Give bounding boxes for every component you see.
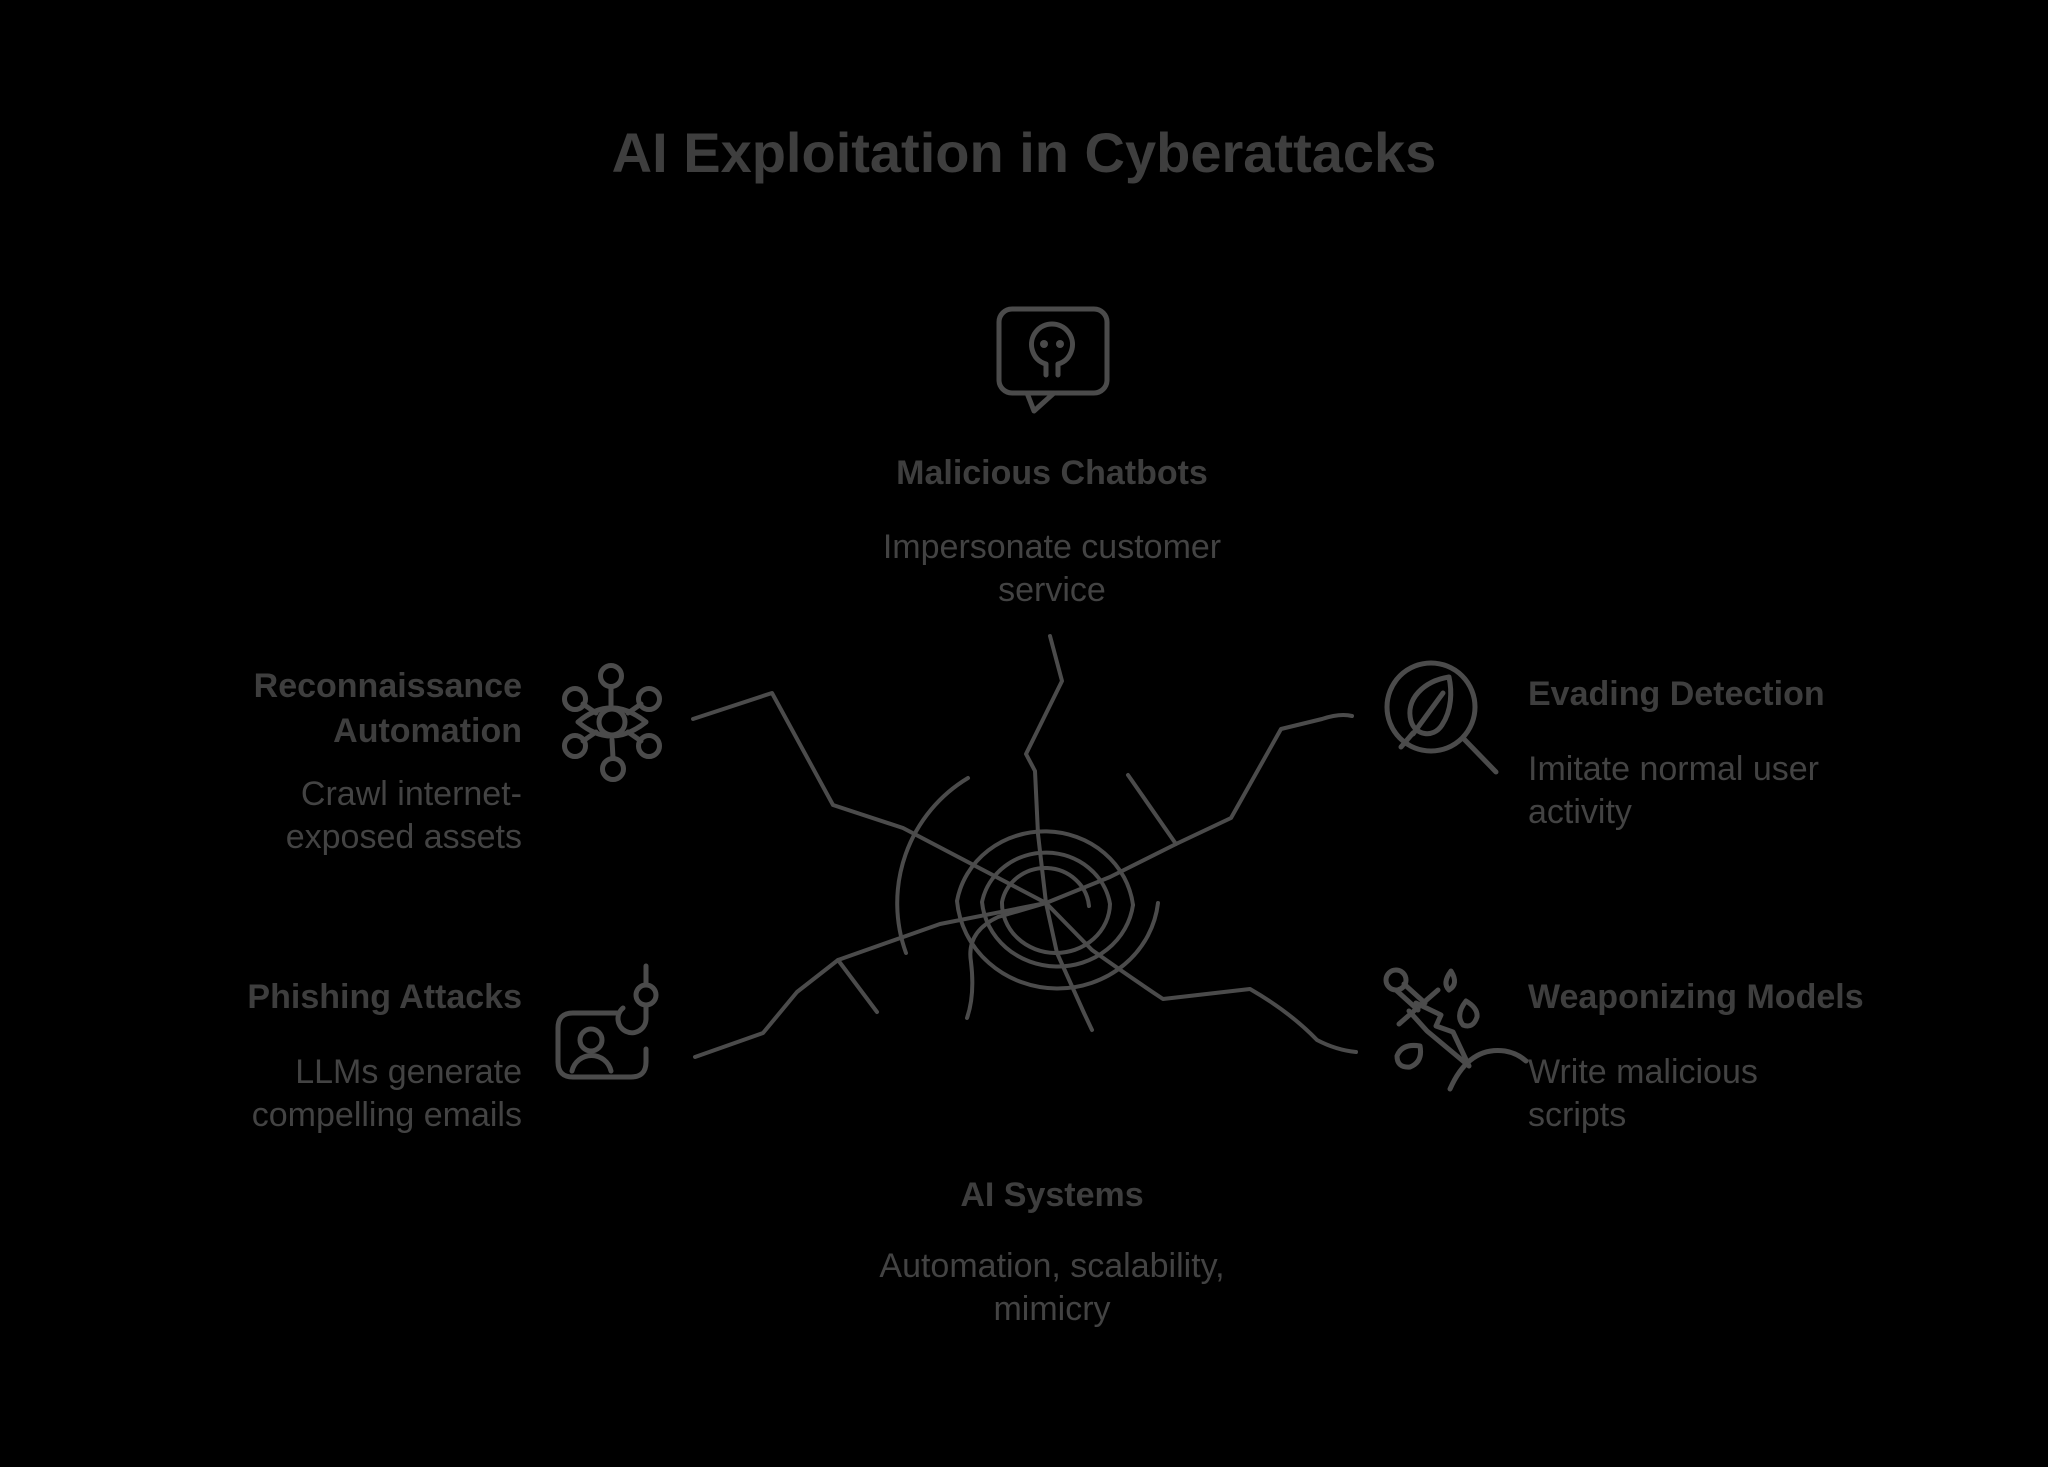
- person-shoulders: [569, 1053, 614, 1074]
- attack-web-graphic: [691, 634, 1358, 1059]
- node-title-line: AI Systems: [960, 1176, 1144, 1214]
- node-title: Malicious Chatbots: [802, 451, 1302, 496]
- node-desc-line: exposed assets: [285, 818, 522, 856]
- leaf-magnifier-icon: [1384, 660, 1499, 775]
- leaf-stem: [1398, 730, 1416, 750]
- node-title: Weaponizing Models: [1528, 975, 1988, 1020]
- connector-phishing: [693, 901, 1048, 1059]
- speech-bubble-tail: [1024, 390, 1057, 414]
- eye-iris: [596, 706, 628, 738]
- node-description: Crawl internet- exposed assets: [72, 773, 522, 859]
- node-description: Write malicious scripts: [1528, 1051, 1988, 1137]
- node-evading-detection: Evading Detection Imitate normal user ac…: [1528, 672, 1988, 834]
- skull-speech-bubble-icon: [996, 306, 1110, 414]
- magnifier-lens: [1384, 660, 1478, 754]
- hook-curve: [615, 1002, 649, 1036]
- connector-reconnaissance: [691, 691, 1048, 905]
- hook-bobber: [633, 982, 659, 1008]
- node-reconnaissance-automation: Reconnaissance Automation Crawl internet…: [72, 664, 522, 859]
- leaf-midrib: [1410, 690, 1446, 737]
- blood-drop-medium: [1394, 1043, 1423, 1070]
- node-malicious-chatbots: Malicious Chatbots Impersonate customer …: [802, 451, 1302, 612]
- node-title-line: Reconnaissance: [253, 667, 522, 705]
- node-title-line: Weaponizing Models: [1528, 978, 1864, 1016]
- connector-weaponizing: [1044, 901, 1358, 1054]
- connector-evading: [1044, 713, 1354, 905]
- network-node: [562, 733, 588, 759]
- node-desc-line: LLMs generate: [295, 1053, 522, 1091]
- dagger-handle: [1394, 981, 1428, 1013]
- connector-top: [1024, 634, 1064, 905]
- node-title-line: Automation: [333, 712, 522, 750]
- node-title-line: Phishing Attacks: [247, 978, 522, 1016]
- node-desc-line: Crawl internet-: [300, 775, 522, 813]
- node-description: Automation, scalability, mimicry: [802, 1245, 1302, 1331]
- node-desc-line: mimicry: [993, 1290, 1111, 1328]
- connector-phishing-spur: [836, 958, 879, 1014]
- magnifier-handle: [1460, 735, 1499, 775]
- node-title: Evading Detection: [1528, 672, 1988, 717]
- skull-left-eye: [1040, 340, 1048, 348]
- connector-bottom-right: [1044, 901, 1094, 1032]
- network-node: [600, 756, 626, 782]
- web-spiral-outer: [955, 829, 1160, 991]
- node-desc-line: Automation, scalability,: [879, 1247, 1225, 1285]
- stab-surface-arc: [1447, 1047, 1529, 1092]
- node-description: LLMs generate compelling emails: [72, 1051, 522, 1137]
- page-title: AI Exploitation in Cyberattacks: [611, 121, 1437, 184]
- node-desc-line: compelling emails: [251, 1096, 522, 1134]
- node-desc-line: scripts: [1528, 1096, 1627, 1134]
- id-card-fishhook-icon: [555, 963, 659, 1080]
- node-title: AI Systems: [802, 1173, 1302, 1218]
- dagger-crossguard: [1396, 987, 1441, 1027]
- node-desc-line: service: [998, 571, 1106, 609]
- connector-bottom-left: [965, 901, 1048, 1020]
- leaf-outline: [1407, 674, 1454, 737]
- skull-right-eye: [1056, 340, 1064, 348]
- node-title: Reconnaissance Automation: [72, 664, 522, 754]
- network-node: [562, 686, 588, 712]
- network-spokes: [580, 684, 644, 761]
- web-spiral-outermost-arc: [895, 776, 970, 955]
- node-title-line: Malicious Chatbots: [896, 454, 1208, 492]
- node-ai-systems: AI Systems Automation, scalability, mimi…: [802, 1173, 1302, 1331]
- dagger-blood-drops-icon: [1383, 967, 1529, 1092]
- node-weaponizing-models: Weaponizing Models Write malicious scrip…: [1528, 975, 1988, 1137]
- node-description: Impersonate customer service: [802, 526, 1302, 612]
- network-node: [636, 686, 662, 712]
- web-spiral-inner: [980, 850, 1135, 969]
- node-title: Phishing Attacks: [72, 975, 522, 1020]
- skull-outline: [1029, 321, 1075, 378]
- dagger-blade: [1406, 1000, 1472, 1069]
- blood-drop-small: [1443, 968, 1457, 993]
- person-head: [577, 1026, 605, 1054]
- dagger-pommel-ring: [1383, 967, 1409, 993]
- node-desc-line: activity: [1528, 793, 1632, 831]
- id-card-outline: [555, 1010, 649, 1080]
- eye-outline: [575, 705, 649, 739]
- surveillance-network-icon: [562, 663, 662, 782]
- node-title-line: Evading Detection: [1528, 675, 1825, 713]
- network-node: [598, 663, 624, 689]
- connector-evading-spur: [1126, 773, 1178, 846]
- node-phishing-attacks: Phishing Attacks LLMs generate compellin…: [72, 975, 522, 1137]
- network-node: [636, 733, 662, 759]
- node-desc-line: Impersonate customer: [882, 528, 1222, 566]
- node-desc-line: Write malicious: [1528, 1053, 1758, 1091]
- node-desc-line: Imitate normal user: [1528, 750, 1819, 788]
- blood-drop-large: [1457, 998, 1480, 1029]
- node-description: Imitate normal user activity: [1528, 748, 1988, 834]
